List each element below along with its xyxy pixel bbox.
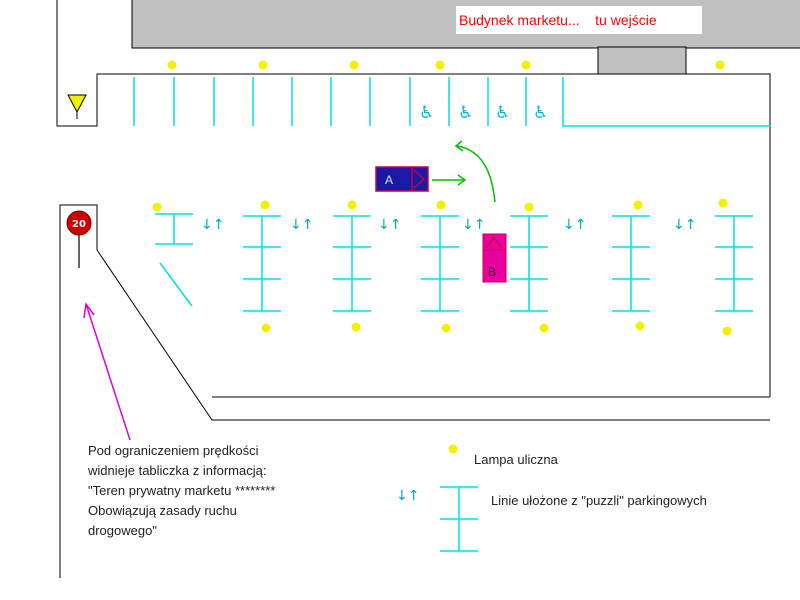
car-a: A	[375, 166, 429, 192]
top-parking-row	[133, 77, 770, 127]
lamp-icon	[152, 202, 162, 212]
lamp-icon	[436, 200, 446, 210]
lamp-icon	[722, 326, 732, 336]
middle-parking-rows	[155, 213, 753, 312]
arrow-turn-icon	[456, 145, 496, 203]
car-a-label: A	[385, 173, 393, 187]
lane-directions: ↓↑ ↓↑ ↓↑ ↓↑ ↓↑ ↓↑	[201, 217, 696, 233]
speed-sign-note: Pod ograniczeniem prędkości widnieje tab…	[88, 443, 276, 538]
parking-puzzle-column	[333, 215, 371, 312]
handicap-icons: ♿ ♿ ♿ ♿	[419, 103, 548, 123]
direction-arrows-icon: ↓↑	[378, 217, 401, 233]
wheelchair-icon: ♿	[419, 103, 434, 123]
legend-symbols: ↓↑	[396, 444, 478, 552]
lamp-icon	[347, 200, 357, 210]
speed-limit-icon	[66, 210, 92, 236]
parking-line-diagonal	[159, 262, 193, 307]
parking-puzzle-column	[421, 215, 459, 312]
lot-boundary-left	[59, 204, 770, 578]
lamp-icon	[524, 202, 534, 212]
lamp-icon	[261, 323, 271, 333]
market-entrance	[597, 46, 687, 75]
lamp-icon	[441, 323, 451, 333]
lamp-icon	[435, 60, 445, 70]
speed-limit-value: 20	[72, 219, 86, 230]
direction-arrows-icon: ↓↑	[673, 217, 696, 233]
legend-lamp-label: Lampa uliczna	[474, 452, 558, 467]
direction-arrows-icon: ↓↑	[290, 217, 313, 233]
lamp-icon	[260, 200, 270, 210]
arrow-diagonal-icon	[85, 303, 131, 441]
direction-arrows-icon: ↓↑	[462, 217, 485, 233]
car-b-label: B	[488, 265, 496, 279]
street-lamps	[152, 60, 732, 336]
lamp-icon	[718, 198, 728, 208]
lamp-icon	[167, 60, 177, 70]
lamp-icon	[539, 323, 549, 333]
legend-puzzle-icon	[440, 486, 478, 552]
parking-puzzle-column	[510, 215, 548, 312]
yield-sign	[67, 94, 87, 119]
legend-lamp-icon	[448, 444, 458, 454]
legend-direction-icon: ↓↑	[396, 488, 419, 504]
wheelchair-icon: ♿	[533, 103, 548, 123]
legend-lines-label: Linie ułożone z "puzzli" parkingowych	[491, 493, 707, 508]
speed-limit-sign: 20	[66, 210, 92, 268]
car-b: B	[482, 233, 507, 283]
building-label: Budynek marketu... tu wejście	[456, 6, 702, 34]
lamp-icon	[633, 200, 643, 210]
parking-puzzle-column	[155, 213, 193, 245]
parking-line	[562, 77, 770, 127]
lamp-icon	[258, 60, 268, 70]
lamp-icon	[349, 60, 359, 70]
lamp-icon	[635, 321, 645, 331]
direction-arrows-icon: ↓↑	[563, 217, 586, 233]
parking-puzzle-column	[612, 215, 650, 312]
wheelchair-icon: ♿	[458, 103, 473, 123]
yield-sign-icon	[67, 94, 87, 114]
entry-arrow	[83, 302, 131, 441]
lamp-icon	[715, 60, 725, 70]
movement-arrows	[432, 140, 496, 203]
lot-boundary-top	[56, 0, 771, 397]
wheelchair-icon: ♿	[495, 103, 510, 123]
direction-arrows-icon: ↓↑	[201, 217, 224, 233]
lamp-icon	[351, 322, 361, 332]
parking-puzzle-column	[243, 215, 281, 312]
parking-puzzle-column	[715, 215, 753, 312]
lamp-icon	[521, 60, 531, 70]
